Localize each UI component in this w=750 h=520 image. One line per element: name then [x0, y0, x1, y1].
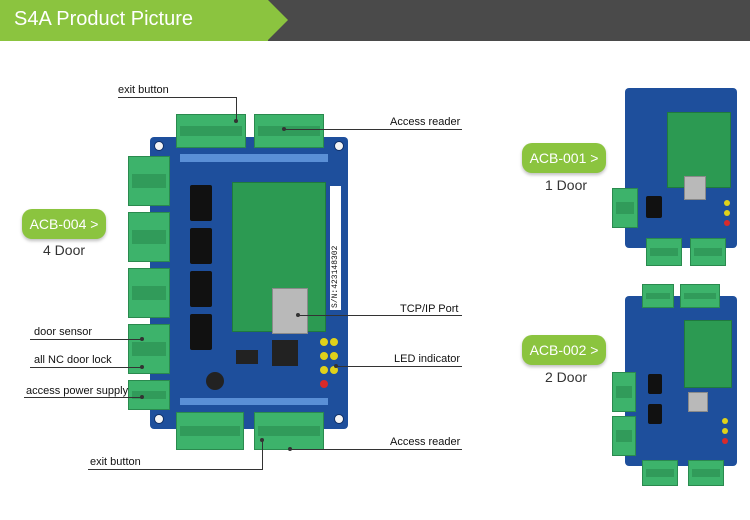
model-badge-acb-002: ACB-002 > — [522, 335, 606, 365]
led-yellow — [722, 428, 728, 434]
relay — [190, 228, 212, 264]
leader-line — [118, 97, 237, 98]
terminal-block-bottom-left — [176, 412, 244, 450]
callout-access-reader-top: Access reader — [390, 116, 461, 128]
leader-line — [298, 315, 462, 316]
terminal-block-left-2 — [612, 416, 636, 456]
callout-led-indicator: LED indicator — [394, 353, 461, 365]
terminal-block-top-right — [254, 114, 324, 148]
leader-line — [236, 97, 237, 121]
cpu-module — [667, 112, 731, 188]
model-doors-acb-004: 4 Door — [43, 242, 86, 258]
leader-line — [24, 397, 142, 398]
callout-door-sensor: door sensor — [34, 326, 93, 338]
terminal-block-left — [612, 188, 638, 228]
led-yellow — [722, 418, 728, 424]
callout-tcp-ip-port: TCP/IP Port — [400, 303, 459, 315]
serial-label: S/N:423148302 — [330, 186, 341, 310]
terminal-block-left-4 — [128, 324, 170, 374]
page-title: S4A Product Picture — [14, 8, 193, 30]
led-red — [320, 380, 328, 388]
leader-dot — [140, 365, 144, 369]
callout-all-nc-door-lock: all NC door lock — [34, 354, 112, 366]
relay — [648, 374, 662, 394]
led-yellow — [320, 338, 328, 346]
relay — [190, 185, 212, 221]
terminal-block-top-right — [680, 284, 720, 308]
rj45-port — [272, 288, 308, 334]
regulator — [236, 350, 258, 364]
model-badge-acb-004: ACB-004 > — [22, 209, 106, 239]
mount-hole — [154, 141, 164, 151]
led-yellow — [724, 200, 730, 206]
callout-access-reader-bottom: Access reader — [390, 436, 461, 448]
terminal-block-left-1 — [612, 372, 636, 412]
relay — [190, 271, 212, 307]
rj45-port — [684, 176, 706, 200]
leader-dot — [282, 127, 286, 131]
leader-line — [88, 469, 262, 470]
header-arrow-icon — [268, 0, 288, 40]
led-red — [724, 220, 730, 226]
terminal-block-power — [128, 380, 170, 410]
terminal-block-left-1 — [128, 156, 170, 206]
leader-line — [262, 440, 263, 470]
relay — [190, 314, 212, 350]
led-yellow — [330, 338, 338, 346]
led-yellow — [330, 366, 338, 374]
leader-dot — [140, 337, 144, 341]
callout-access-power-supply: access power supply — [26, 385, 129, 397]
led-red — [722, 438, 728, 444]
terminal-block-bottom-left — [642, 460, 678, 486]
relay — [646, 196, 662, 218]
led-yellow — [724, 210, 730, 216]
chip — [272, 340, 298, 366]
terminal-block-bottom-left — [646, 238, 682, 266]
terminal-block-top-left — [642, 284, 674, 308]
led-yellow — [320, 366, 328, 374]
terminal-block-bottom-right — [254, 412, 324, 450]
terminal-block-left-3 — [128, 268, 170, 318]
callout-exit-button-top: exit button — [118, 84, 169, 96]
leader-line — [336, 366, 462, 367]
terminal-block-bottom-right — [690, 238, 726, 266]
model-doors-acb-001: 1 Door — [545, 177, 588, 193]
led-yellow — [320, 352, 328, 360]
model-badge-acb-001: ACB-001 > — [522, 143, 606, 173]
leader-dot — [296, 313, 300, 317]
leader-dot — [334, 364, 338, 368]
capacitor — [206, 372, 224, 390]
mount-hole — [334, 414, 344, 424]
jumper-strip — [180, 398, 328, 405]
led-yellow — [330, 352, 338, 360]
cpu-module — [684, 320, 732, 388]
model-doors-acb-002: 2 Door — [545, 369, 588, 385]
rj45-port — [688, 392, 708, 412]
terminal-block-left-2 — [128, 212, 170, 262]
leader-dot — [260, 438, 264, 442]
mount-hole — [334, 141, 344, 151]
leader-dot — [234, 119, 238, 123]
leader-line — [290, 449, 462, 450]
jumper-strip — [180, 154, 328, 162]
leader-dot — [288, 447, 292, 451]
relay — [648, 404, 662, 424]
callout-exit-button-bottom: exit button — [90, 456, 141, 468]
header-bar: S4A Product Picture — [0, 0, 750, 41]
mount-hole — [154, 414, 164, 424]
leader-line — [30, 339, 142, 340]
leader-line — [284, 129, 462, 130]
leader-line — [30, 367, 142, 368]
terminal-block-bottom-right — [688, 460, 724, 486]
header-title-tab: S4A Product Picture — [0, 0, 268, 41]
leader-dot — [140, 395, 144, 399]
